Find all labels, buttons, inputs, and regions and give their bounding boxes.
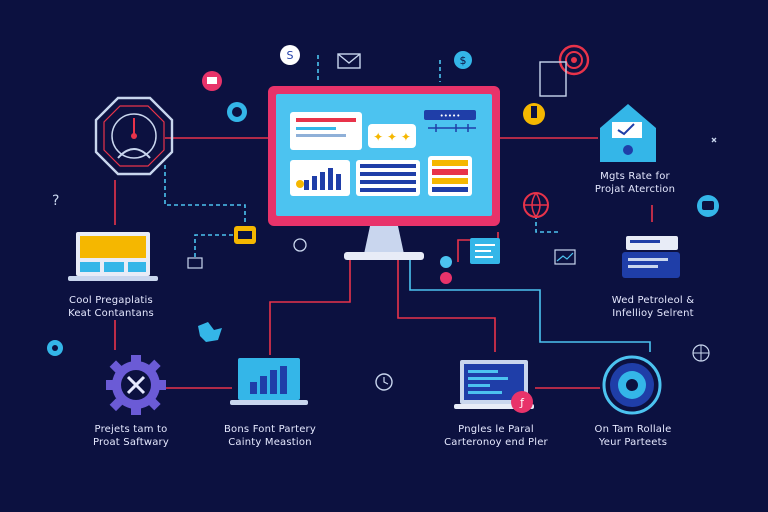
small-blue-dot-icon (47, 340, 63, 356)
question-icon: ? (52, 193, 59, 209)
screen-card-1-bar (296, 118, 356, 122)
label-bottom-right: On Tam Rollale Yeur Parteets (594, 424, 672, 448)
screen-chart-dot (296, 180, 304, 188)
label-mid-right: Wed Petroleol & Infellioy Selrent (611, 295, 695, 319)
connector-stand-to-code (397, 260, 496, 352)
screen-card-1-line (296, 127, 336, 130)
monitor: ✦ ✦ ✦ ••••• (268, 86, 500, 260)
web-icon (692, 344, 710, 362)
connector-stand-to-settings (409, 260, 651, 352)
settings-circle-icon (602, 355, 662, 415)
code-laptop-icon: ƒ (454, 360, 534, 413)
basket-icon (187, 257, 203, 269)
monitor-stand-base (344, 252, 424, 260)
clock-icon (375, 373, 393, 391)
screen-card-2[interactable] (368, 124, 416, 148)
gear-tools-icon (106, 355, 166, 415)
screen-slider-group (428, 124, 476, 132)
screen-card-2-stars: ✦ ✦ ✦ (373, 130, 411, 144)
screen-stack-lines (432, 160, 468, 192)
connector-dashed-2 (194, 234, 240, 258)
connector-stand-to-chart (269, 260, 351, 355)
svg-text:ƒ: ƒ (519, 396, 525, 409)
node-dots-icon (440, 256, 452, 284)
screen-card-1-line2 (296, 134, 346, 137)
connector-dashed-1 (164, 165, 246, 225)
label-bottom-center-right: Pngles le Paral Carteronoy end Pler (444, 424, 548, 448)
server-stack-icon (622, 236, 680, 278)
screen-search-button-label: ••••• (440, 112, 461, 120)
badge-red-icon (202, 71, 222, 91)
label-bottom-left: Prejets tam to Proat Saftwary (93, 424, 169, 448)
laptop-icon (68, 232, 158, 281)
screen-search-button[interactable] (424, 110, 476, 120)
house-envelope-icon (600, 104, 656, 162)
chat-badge-icon (697, 195, 719, 217)
screen-list-card[interactable] (356, 160, 420, 196)
mini-chart-icon (554, 249, 576, 265)
document-card-icon (470, 238, 500, 264)
label-top-left: Cool Pregaplatis Keat Contantans (68, 295, 154, 319)
badge-blue-icon (227, 102, 247, 122)
svg-text:S: S (287, 49, 294, 62)
dollar-icon: $ (454, 51, 472, 69)
yellow-card-icon (234, 226, 256, 244)
bar-chart-laptop-icon (230, 358, 308, 405)
sparkle-icon (711, 137, 717, 143)
screen-card-1[interactable] (290, 112, 362, 150)
gear-small-icon (293, 238, 307, 252)
analog-gauge-icon (94, 96, 174, 176)
screen-chart-bars (304, 168, 341, 190)
label-bottom-center-left: Bons Font Partery Cainty Meastion (224, 424, 316, 448)
bulb-icon (523, 103, 545, 125)
envelope-icon (337, 53, 361, 69)
target-icon (539, 44, 590, 97)
monitor-stand-neck (364, 226, 404, 254)
svg-text:$: $ (460, 54, 467, 67)
connector-dashed-5 (535, 215, 560, 233)
puzzle-icon (198, 322, 222, 342)
globe-icon (523, 192, 549, 219)
shield-badge-icon: S (280, 45, 300, 65)
label-top-right: Mgts Rate for Projat Aterction (594, 171, 676, 195)
screen-list-lines (360, 164, 416, 192)
